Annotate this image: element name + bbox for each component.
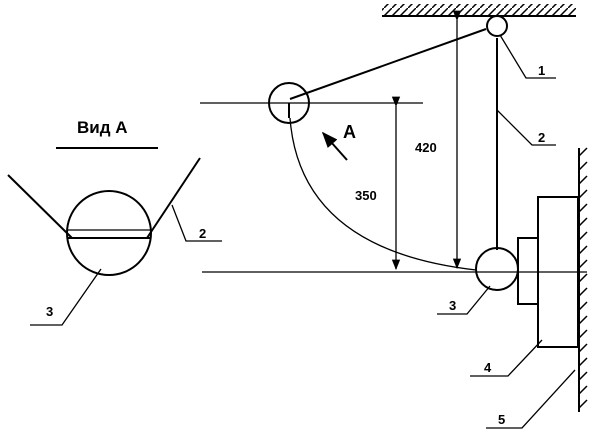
view-a-callout-2: 2 <box>199 226 206 241</box>
wall <box>578 147 588 412</box>
view-a-title: Вид А <box>77 118 128 137</box>
callout-3: 3 <box>449 298 456 313</box>
pivot <box>486 15 508 37</box>
dimension-350-label: 350 <box>355 188 377 203</box>
callout-1: 1 <box>538 63 545 78</box>
callout-4: 4 <box>484 360 492 375</box>
view-a-callout-3: 3 <box>46 304 53 319</box>
ball-rest <box>475 247 519 291</box>
callout-2: 2 <box>538 130 545 145</box>
view-arrow-label: А <box>343 122 356 142</box>
view-arrow <box>321 131 348 161</box>
ball-raised <box>268 82 310 124</box>
dimension-420-label: 420 <box>415 140 437 155</box>
ceiling <box>382 4 576 17</box>
view-a-ball <box>66 190 152 276</box>
view-a: Вид А 2 3 <box>7 118 222 326</box>
swing-arc <box>289 117 477 271</box>
callout-5: 5 <box>498 412 505 427</box>
